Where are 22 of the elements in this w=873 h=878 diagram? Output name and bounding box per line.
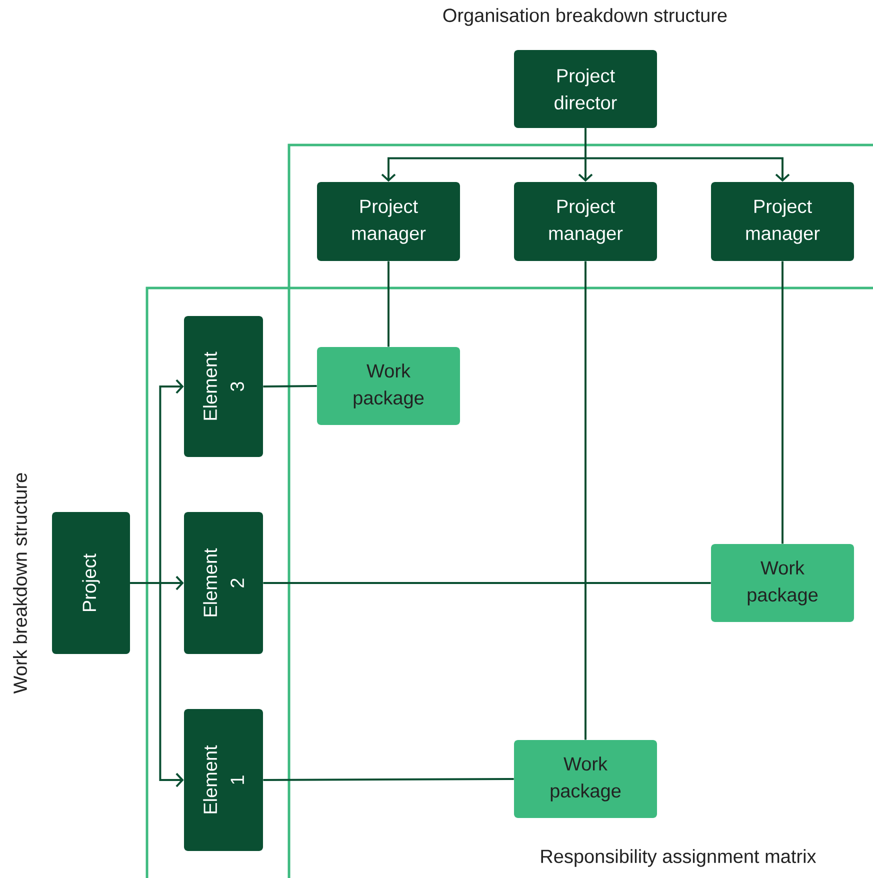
hierarchy-box: Project director [514, 50, 657, 128]
connector [263, 582, 711, 584]
connector [782, 261, 784, 544]
connector [130, 582, 184, 788]
connector [263, 385, 317, 388]
connector [388, 261, 390, 347]
connector [584, 261, 586, 740]
work-package-box: Work package [317, 347, 460, 425]
section-heading: Responsibility assignment matrix [541, 849, 816, 867]
connector [584, 128, 790, 182]
section-heading: Work breakdown structure [13, 473, 27, 694]
hierarchy-box: Project [52, 512, 130, 654]
connector [263, 778, 514, 781]
hierarchy-box: Element 3 [184, 316, 263, 457]
hierarchy-box: Project manager [514, 182, 657, 261]
hierarchy-box: Project manager [711, 182, 854, 261]
hierarchy-box: Element 1 [184, 709, 263, 851]
hierarchy-box: Element 2 [184, 512, 263, 654]
hierarchy-box: Project manager [317, 182, 460, 261]
work-package-box: Work package [514, 740, 657, 818]
work-package-box: Work package [711, 544, 854, 622]
section-heading: Organisation breakdown structure [443, 8, 727, 26]
